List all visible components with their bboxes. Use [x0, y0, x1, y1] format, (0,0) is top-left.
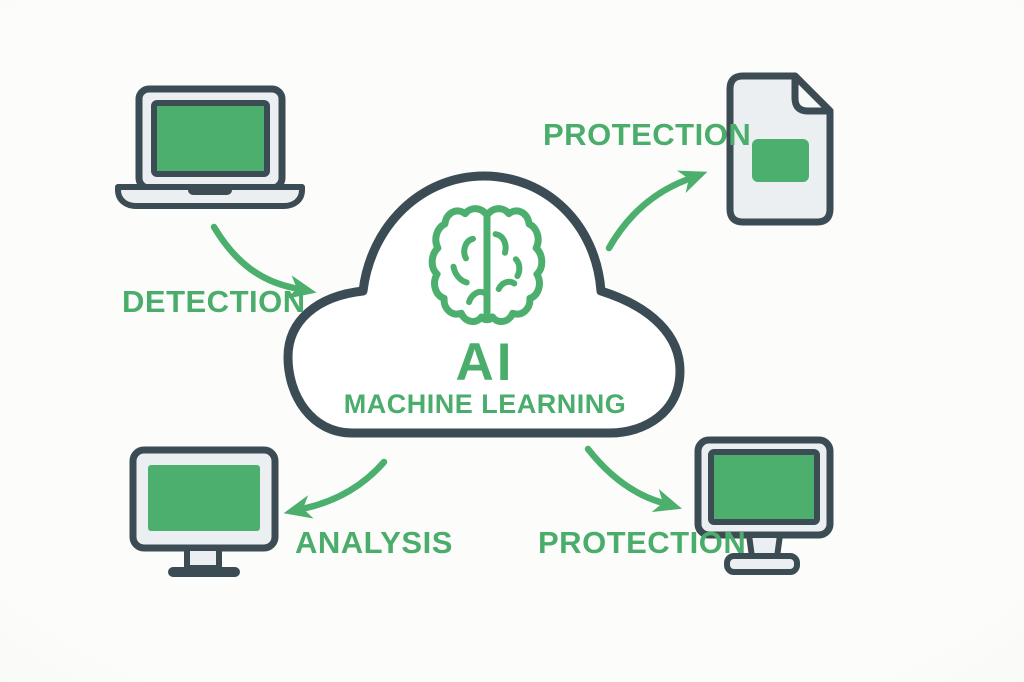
ai-title: AI — [455, 333, 515, 392]
protection-top-arrow — [605, 170, 708, 252]
monitor-icon — [129, 446, 279, 577]
detection-arrow — [210, 223, 317, 299]
protection-bottom-label: PROTECTION — [538, 525, 747, 560]
detection-label: DETECTION — [122, 284, 306, 319]
protection-bottom-arrow — [584, 445, 682, 512]
analysis-arrow — [283, 458, 388, 519]
analysis-label: ANALYSIS — [295, 525, 453, 560]
laptop-icon — [115, 85, 305, 209]
monitor-icon — [694, 436, 834, 575]
document-icon — [726, 72, 834, 226]
machine-learning-subtitle: MACHINE LEARNING — [343, 389, 627, 419]
protection-top-label: PROTECTION — [543, 117, 752, 152]
brain-icon — [432, 209, 542, 322]
